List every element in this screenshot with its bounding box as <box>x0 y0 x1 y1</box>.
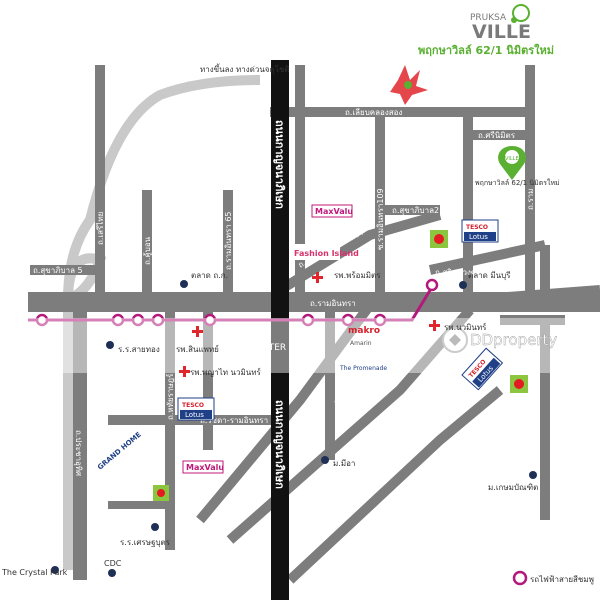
station-6 <box>301 313 315 327</box>
label-liap-khlong: ถ.เลียบคลองสอง <box>345 108 402 117</box>
brand-name-bottom: VILLE <box>472 21 531 43</box>
label-m-kasembundit: ม.เกษมบัณฑิต <box>488 483 538 492</box>
label-ror-phor-phrom: รพ.พร้อมมิตร <box>334 271 381 280</box>
label-tesco-1: TESCO <box>466 224 488 231</box>
road-network <box>28 65 600 584</box>
label-ram-inthra: ถ.รามอินทรา <box>310 299 356 308</box>
watermark-text: DDproperty <box>470 331 557 349</box>
hospitals: รพ.พร้อมมิตร รพ.สินแพทย์ รพ.พญาไท นวมินท… <box>176 271 487 377</box>
label-suwinthawong: ถ.สุวินทวงศ์ <box>435 267 476 277</box>
label-grand-home: GRAND HOME <box>96 430 143 471</box>
label-fashion-island: Fashion Island <box>294 249 359 258</box>
kanchanaphisek-road <box>271 60 289 600</box>
center-label: CENTER <box>250 343 286 353</box>
watermark: DDproperty CENTER <box>0 318 600 373</box>
road-diagonal-3 <box>196 302 375 524</box>
brand-name-top: PRUKSA <box>470 13 507 23</box>
label-promenade: The Promenade <box>339 365 387 372</box>
label-amarin: Amarin <box>350 340 372 347</box>
label-m-mia: ม.มีอา <box>333 459 355 468</box>
label-right-v: ถ.ราม <box>526 189 535 210</box>
label-tesco-2: TESCO <box>182 402 204 409</box>
label-talad-minburi: ตลาด มีนบุรี <box>468 271 511 280</box>
label-sukhaphiban-5: ถ.สุขาภิบาล 5 <box>33 266 83 275</box>
station-8 <box>373 313 387 327</box>
label-sukhapiban-2: ถ.สุขาภิบาล2 <box>392 206 439 215</box>
label-lotus-1: Lotus <box>469 233 488 241</box>
label-rr-saithong: ร.ร.สายทอง <box>118 345 160 354</box>
place-dot-m-kasembundit <box>529 471 537 479</box>
label-ror-phor-sinphat: รพ.สินแพทย์ <box>176 344 219 354</box>
label-perfect: ถ.เสรีไทย <box>96 212 105 245</box>
pin-text: VILLE <box>505 156 519 162</box>
station-4 <box>151 313 165 327</box>
hospital-icon-sinphat <box>192 326 203 337</box>
place-dot-talad-k <box>180 280 188 288</box>
legend: รถไฟฟ้าสายสีชมพู <box>512 570 594 586</box>
label-kubon: ถ.คู้บอน <box>143 236 153 265</box>
hospital-icon-phyathai <box>179 366 190 377</box>
label-ramintra-65: ถ.รามอินทรา 65 <box>224 211 233 270</box>
brand-logo: PRUKSA VILLE พฤกษาวิลล์ 62/1 นิมิตรใหม่ <box>418 4 554 57</box>
road-ram-east <box>469 285 600 305</box>
station-1 <box>35 313 49 327</box>
station-2 <box>111 313 125 327</box>
label-ror-phor-nawamin: รพ.นวมินทร์ <box>444 322 487 332</box>
hospital-icon-phrom <box>312 272 323 283</box>
label-expressway: ทางขึ้นลง ทางด่วนจตุโชติ <box>200 63 290 74</box>
station-5 <box>203 313 217 327</box>
label-talad-k: ตลาด ถ.ก. <box>191 271 228 280</box>
label-rr-setthabut: ร.ร.เศรษฐบุตร <box>120 538 171 547</box>
road-suwinthawong <box>428 240 547 275</box>
hospital-icon-nawamin <box>429 320 440 331</box>
road-nimit-mai <box>277 210 442 295</box>
place-dot-rr-saithong <box>106 341 114 349</box>
label-maxvalu-1: MaxValu <box>315 207 353 216</box>
label-crystal-park: The Crystal Park <box>1 568 68 577</box>
place-dot-rr-setthabut <box>151 523 159 531</box>
station-7 <box>341 313 355 327</box>
pink-line <box>28 278 439 327</box>
label-kanchanaphisek-top: ถนนกาญจนาภิเษก <box>273 120 286 209</box>
label-sai-mai: ถ.สายไหม <box>332 373 362 406</box>
label-maxvalu-2: MaxValu <box>186 463 224 472</box>
project-location-pin: VILLE พฤกษาวิลล์ 62/1 นิมิตรใหม่ <box>475 146 560 187</box>
place-dot-m-mia <box>321 456 329 464</box>
legend-station-icon <box>512 570 528 586</box>
label-sri-nimit: ถ.ศรีนิมิตร <box>478 131 516 140</box>
road-diagonal-2 <box>286 386 504 584</box>
label-lotus-2: Lotus <box>185 411 204 419</box>
places: ตลาด ถ.ก. ตลาด มีนบุรี ร.ร.สายทอง ม.มีอา… <box>1 271 538 577</box>
label-prachauthit: ถ.ประชาอุทิศ <box>74 430 83 476</box>
safari-world-icon <box>390 65 428 105</box>
label-hathairat: ถ.หทัยราษฎร์ <box>165 373 175 420</box>
label-ram-109: ซ.รามอินทรา109 <box>376 188 385 250</box>
label-ratchada-ram: ถ.รัชดา-รามอินทรา <box>200 416 268 425</box>
brand-project: พฤกษาวิลล์ 62/1 นิมิตรใหม่ <box>418 43 554 57</box>
place-dot-crystal-park <box>51 566 59 574</box>
label-ror-phor-phyathai: รพ.พญาไท นวมินทร์ <box>190 367 262 377</box>
label-makro: makro <box>348 326 380 336</box>
pin-label: พฤกษาวิลล์ 62/1 นิมิตรใหม่ <box>475 178 560 187</box>
label-kanchanaphisek-bottom: ถนนกาญจนาภิเษก <box>273 400 286 489</box>
label-cdc: CDC <box>104 559 122 568</box>
place-dot-cdc <box>108 569 116 577</box>
station-9 <box>425 278 439 292</box>
place-dot-talad-minburi <box>459 281 467 289</box>
legend-label: รถไฟฟ้าสายสีชมพู <box>530 575 594 585</box>
station-3 <box>131 313 145 327</box>
